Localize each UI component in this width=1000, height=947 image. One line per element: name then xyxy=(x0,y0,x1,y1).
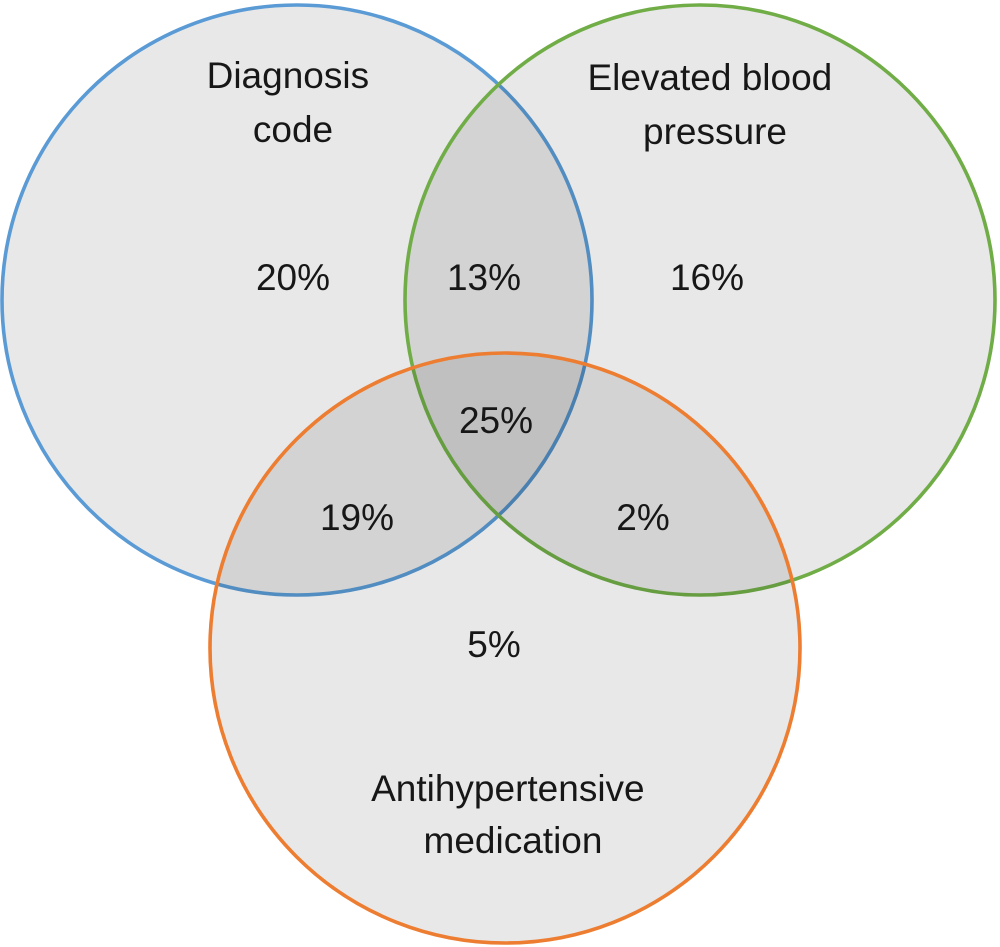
set-label-diagnosis-code: Diagnosis code xyxy=(207,55,380,150)
region-value-diagnosis-only: 20% xyxy=(256,257,330,298)
set-label-antihypertensive-medication: Antihypertensive medication xyxy=(371,768,655,861)
region-value-diagnosis-and-medication: 19% xyxy=(320,497,394,538)
set-label-diagnosis-code-line1: Diagnosis xyxy=(207,55,369,96)
set-label-antihypertensive-medication-line2: medication xyxy=(424,820,603,861)
set-label-elevated-blood-pressure-line2: pressure xyxy=(643,111,787,152)
venn-circle-antihypertensive-medication xyxy=(208,351,802,945)
set-label-antihypertensive-medication-line1: Antihypertensive xyxy=(371,768,645,809)
venn-circle-elevated-blood-pressure xyxy=(403,3,997,597)
region-value-bp-and-medication: 2% xyxy=(616,497,669,538)
set-label-elevated-blood-pressure-line1: Elevated blood xyxy=(587,57,832,98)
region-value-diagnosis-and-bp: 13% xyxy=(447,257,521,298)
region-value-all-three: 25% xyxy=(459,400,533,441)
set-label-elevated-blood-pressure: Elevated blood pressure xyxy=(587,57,842,152)
set-label-diagnosis-code-line2: code xyxy=(253,109,333,150)
region-value-bp-only: 16% xyxy=(670,257,744,298)
region-value-medication-only: 5% xyxy=(467,624,520,665)
